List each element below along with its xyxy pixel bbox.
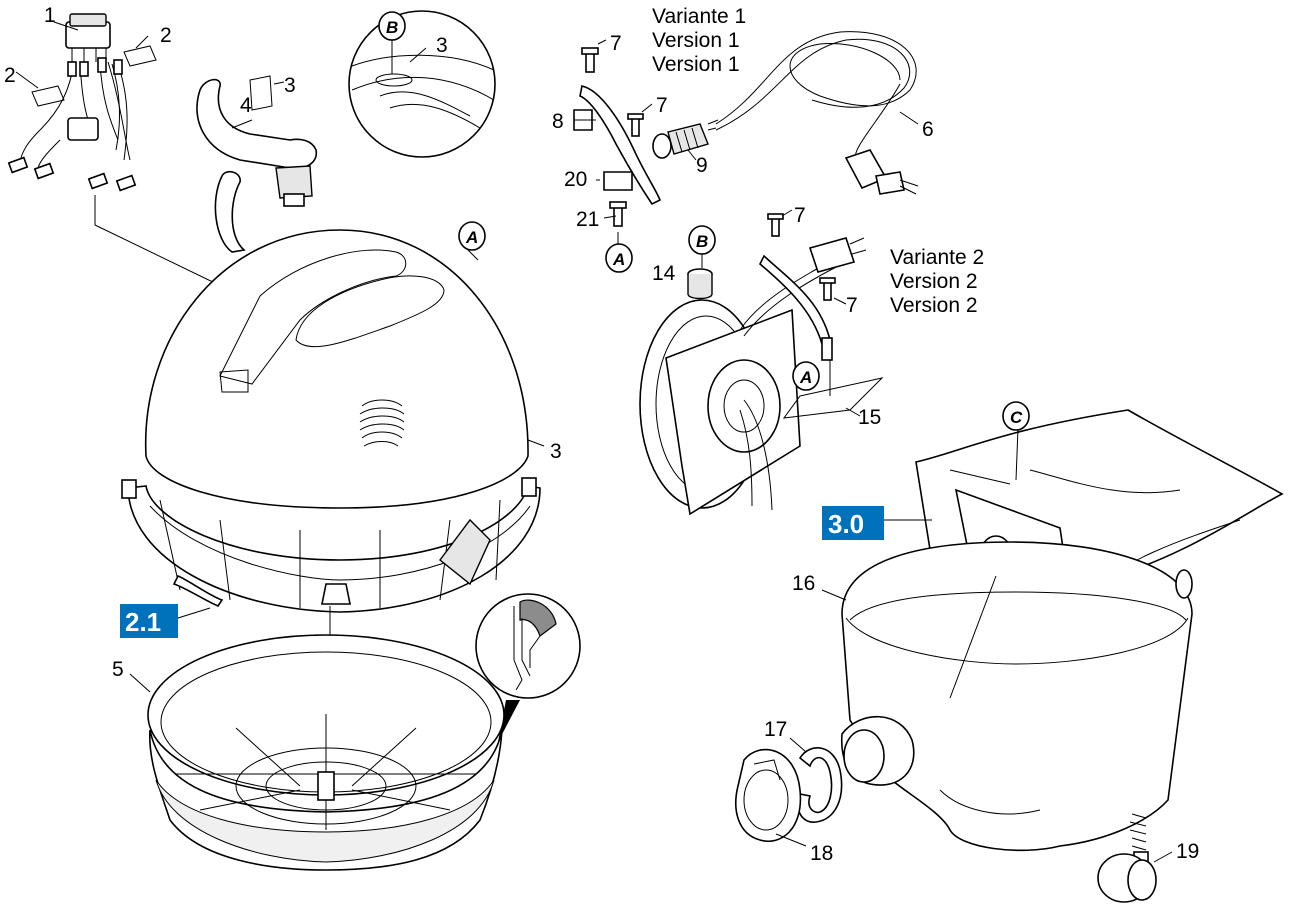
callout-1: 1	[44, 4, 56, 27]
ref-a-dome: A	[465, 228, 478, 247]
ref-c-bag: C	[1010, 408, 1023, 427]
power-cable	[707, 31, 919, 195]
variant1-line1: Variante 1	[652, 5, 746, 28]
callout-2-right: 2	[160, 24, 172, 47]
handle-part	[196, 78, 318, 253]
svg-text:3.0: 3.0	[828, 509, 864, 539]
badge-2-1: 2.1	[120, 604, 178, 638]
callout-9: 9	[696, 154, 708, 177]
callout-2-left: 2	[4, 64, 16, 87]
ref-b-bushing: B	[696, 232, 708, 251]
callout-7-reel-top: 7	[794, 204, 806, 227]
bushing-14	[687, 268, 713, 300]
variant2-line2: Version 2	[890, 270, 978, 293]
filter-basket	[147, 634, 505, 871]
variant1-line3: Version 1	[652, 53, 740, 76]
callout-3-detail: 3	[436, 34, 448, 57]
ref-a-reel: A	[799, 368, 812, 387]
callout-19: 19	[1176, 840, 1199, 863]
callout-8: 8	[552, 110, 564, 133]
cable-hook	[573, 47, 662, 227]
callout-15: 15	[858, 406, 881, 429]
callout-14: 14	[652, 262, 676, 285]
callout-16: 16	[792, 572, 815, 595]
callout-7-reel-right: 7	[846, 294, 858, 317]
callout-6: 6	[922, 118, 934, 141]
callout-17: 17	[764, 718, 787, 741]
cable-reel	[639, 213, 884, 516]
cable-grommet	[652, 123, 709, 159]
callout-4: 4	[240, 94, 252, 117]
caster-19	[1097, 813, 1157, 903]
variant2-line3: Version 2	[890, 294, 978, 317]
switch-assembly	[7, 13, 157, 192]
variant1-line2: Version 1	[652, 29, 740, 52]
callout-21: 21	[576, 208, 599, 231]
ref-a-hook: A	[612, 250, 625, 269]
callout-7-hook: 7	[656, 94, 668, 117]
detail-circle-b: B	[348, 10, 496, 158]
callout-18: 18	[810, 842, 833, 865]
callout-20: 20	[564, 168, 587, 191]
variant2-line1: Variante 2	[890, 246, 984, 269]
detail-circle-profile	[475, 593, 581, 699]
ref-b-detail: B	[386, 18, 398, 37]
clamp-17	[796, 747, 843, 823]
callout-3-dome: 3	[550, 440, 562, 463]
badge-3-0: 3.0	[822, 506, 884, 540]
clamp-18	[735, 748, 802, 842]
callout-5: 5	[112, 658, 124, 681]
callout-7-top: 7	[610, 32, 622, 55]
svg-text:2.1: 2.1	[125, 607, 161, 637]
callout-3-handle: 3	[284, 74, 296, 97]
motor-housing-base	[121, 477, 541, 613]
dirt-container	[840, 541, 1193, 852]
motor-head-dome	[144, 229, 529, 509]
